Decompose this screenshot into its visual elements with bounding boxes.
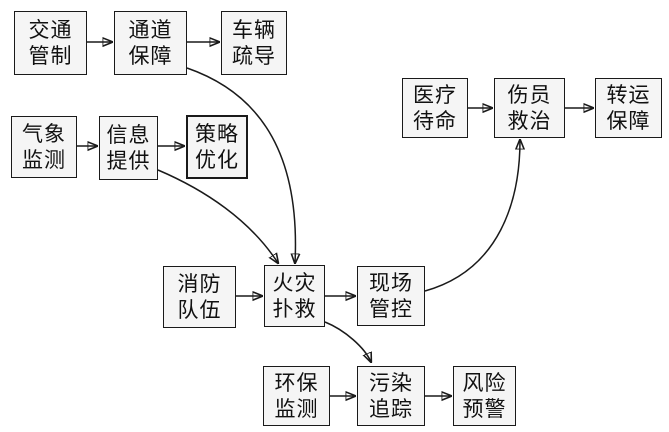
- node-transfer-guarantee-line1: 转运: [606, 83, 651, 107]
- node-vehicle-diversion-line2: 疏导: [232, 44, 276, 68]
- node-casualty-rescue: 伤员 救治: [494, 78, 565, 138]
- node-env-monitoring: 环保 监测: [263, 366, 330, 426]
- arrow-fire-rescue-to-pollution-tracking: [324, 321, 371, 362]
- node-info-provision-line2: 提供: [106, 149, 151, 173]
- node-fire-rescue-line2: 扑救: [272, 297, 317, 321]
- node-weather-monitoring: 气象 监测: [11, 116, 77, 178]
- node-traffic-control-line1: 交通: [28, 18, 73, 42]
- arrow-info-provision-to-fire-rescue: [157, 169, 278, 263]
- node-medical-standby-line1: 医疗: [413, 83, 457, 107]
- node-traffic-control: 交通 管制: [14, 11, 87, 75]
- node-strategy-optimization-line2: 优化: [195, 148, 239, 172]
- node-env-monitoring-line1: 环保: [274, 371, 319, 395]
- node-medical-standby: 医疗 待命: [402, 78, 468, 138]
- node-weather-monitoring-line2: 监测: [22, 148, 66, 172]
- node-transfer-guarantee-line2: 保障: [606, 109, 651, 133]
- node-fire-rescue-line1: 火灾: [272, 271, 317, 295]
- node-fire-brigade: 消防 队伍: [163, 266, 236, 328]
- node-pollution-tracking: 污染 追踪: [357, 366, 425, 426]
- node-site-control: 现场 管控: [357, 266, 425, 326]
- node-road-guarantee-line1: 通道: [128, 18, 173, 42]
- node-site-control-line2: 管控: [369, 297, 413, 321]
- node-medical-standby-line2: 待命: [413, 109, 457, 133]
- node-fire-rescue: 火灾 扑救: [264, 265, 325, 327]
- node-info-provision: 信息 提供: [99, 116, 158, 180]
- node-risk-warning-line2: 预警: [462, 397, 507, 421]
- node-pollution-tracking-line2: 追踪: [369, 397, 413, 421]
- node-strategy-optimization-line1: 策略: [195, 122, 239, 146]
- arrow-site-control-to-casualty-rescue: [424, 140, 520, 292]
- node-traffic-control-line2: 管制: [28, 44, 73, 68]
- node-transfer-guarantee: 转运 保障: [595, 78, 662, 138]
- node-vehicle-diversion: 车辆 疏导: [221, 11, 287, 75]
- node-fire-brigade-line1: 消防: [177, 272, 222, 296]
- node-fire-brigade-line2: 队伍: [177, 298, 222, 322]
- node-road-guarantee: 通道 保障: [114, 11, 187, 75]
- node-casualty-rescue-line1: 伤员: [507, 83, 552, 107]
- node-road-guarantee-line2: 保障: [128, 44, 173, 68]
- node-pollution-tracking-line1: 污染: [369, 371, 413, 395]
- node-risk-warning-line1: 风险: [462, 371, 507, 395]
- node-vehicle-diversion-line1: 车辆: [232, 18, 276, 42]
- node-casualty-rescue-line2: 救治: [507, 109, 552, 133]
- node-weather-monitoring-line1: 气象: [22, 122, 66, 146]
- node-risk-warning: 风险 预警: [453, 366, 516, 426]
- node-env-monitoring-line2: 监测: [274, 397, 319, 421]
- node-strategy-optimization: 策略 优化: [186, 115, 248, 179]
- arrow-road-guarantee-to-fire-rescue: [186, 67, 295, 263]
- node-site-control-line1: 现场: [369, 271, 413, 295]
- node-info-provision-line1: 信息: [106, 123, 151, 147]
